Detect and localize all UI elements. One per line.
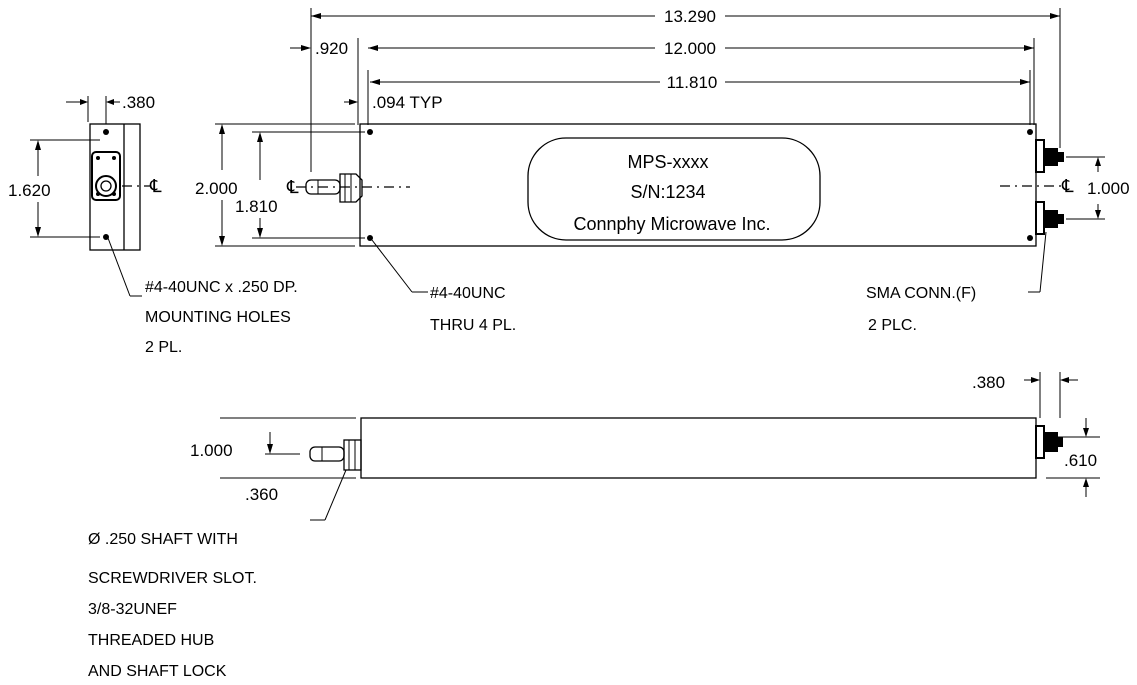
dimension-body-height: 2.000 <box>195 123 355 247</box>
dimension-connector-spacing: 1.000 <box>1066 156 1130 220</box>
note-sma-line1: SMA CONN.(F) <box>866 285 976 302</box>
dim-body-height: 2.000 <box>195 179 238 198</box>
label-company: Connphy Microwave Inc. <box>573 214 770 234</box>
note-thru-holes: #4-40UNC THRU 4 PL. <box>371 239 516 334</box>
note-mounting-holes-line2: MOUNTING HOLES <box>145 309 291 326</box>
note-sma: SMA CONN.(F) 2 PLC. <box>866 231 1047 334</box>
dim-body-length: 12.000 <box>664 39 716 58</box>
side-view <box>309 417 1063 479</box>
top-centerline-symbol-right: ℄ <box>1061 176 1074 196</box>
note-thru-holes-line1: #4-40UNC <box>430 285 506 302</box>
label-serial: S/N:1234 <box>630 182 705 202</box>
dim-hole-spacing: 11.810 <box>667 73 718 92</box>
dimension-connector-height: .610 <box>1046 418 1100 497</box>
dimension-hole-inset: .094 TYP <box>344 92 443 112</box>
dimension-end-hole-offset: .380 <box>66 93 155 124</box>
product-label: MPS-xxxx S/N:1234 Connphy Microwave Inc. <box>527 137 821 241</box>
top-centerline-symbol-left: ℄ <box>286 177 299 197</box>
dimension-body-length: 12.000 <box>357 38 1035 125</box>
dimension-overall-length: 13.290 <box>310 7 1061 172</box>
dimension-shaft-extension: .920 <box>290 39 348 168</box>
dimension-hole-height: 1.810 <box>235 131 365 239</box>
top-view-body: ℄ <box>286 123 1037 247</box>
dim-hole-height: 1.810 <box>235 197 278 216</box>
note-shaft-line1: Ø .250 SHAFT WITH <box>88 531 238 548</box>
dimension-side-thickness: 1.000 <box>190 417 356 479</box>
dim-end-hole-spacing: 1.620 <box>8 181 51 200</box>
note-thru-holes-line2: THRU 4 PL. <box>430 317 516 334</box>
note-shaft-line5: AND SHAFT LOCK <box>88 663 227 680</box>
dim-hole-inset: .094 TYP <box>372 93 443 112</box>
note-shaft-line2: SCREWDRIVER SLOT. <box>88 570 257 587</box>
dim-overall-length: 13.290 <box>664 7 716 26</box>
dimension-end-hole-spacing: 1.620 <box>8 139 100 238</box>
dim-side-thickness: 1.000 <box>190 441 233 460</box>
dim-connector-length: .380 <box>972 373 1005 392</box>
dim-shaft-extension: .920 <box>315 39 348 58</box>
dim-connector-height: .610 <box>1064 451 1097 470</box>
note-sma-line2: 2 PLC. <box>868 317 917 334</box>
centerline-symbol: ℄ <box>149 176 162 196</box>
label-model: MPS-xxxx <box>628 152 709 172</box>
dim-shaft-offset: .360 <box>245 485 278 504</box>
dimension-hole-spacing: 11.810 <box>367 70 1031 125</box>
end-view: ℄ <box>89 123 162 251</box>
note-shaft: Ø .250 SHAFT WITH SCREWDRIVER SLOT. 3/8-… <box>88 469 347 680</box>
note-mounting-holes: #4-40UNC x .250 DP. MOUNTING HOLES 2 PL. <box>107 237 298 356</box>
note-shaft-line3: 3/8-32UNEF <box>88 601 177 618</box>
dimension-connector-length: .380 <box>972 372 1078 418</box>
sma-connectors-top: ℄ <box>1000 139 1074 235</box>
note-mounting-holes-line3: 2 PL. <box>145 339 182 356</box>
dim-end-hole-offset: .380 <box>122 93 155 112</box>
dimension-shaft-offset: .360 <box>245 432 300 504</box>
dim-connector-spacing: 1.000 <box>1087 179 1130 198</box>
note-shaft-line4: THREADED HUB <box>88 632 214 649</box>
note-mounting-holes-line1: #4-40UNC x .250 DP. <box>145 279 298 296</box>
